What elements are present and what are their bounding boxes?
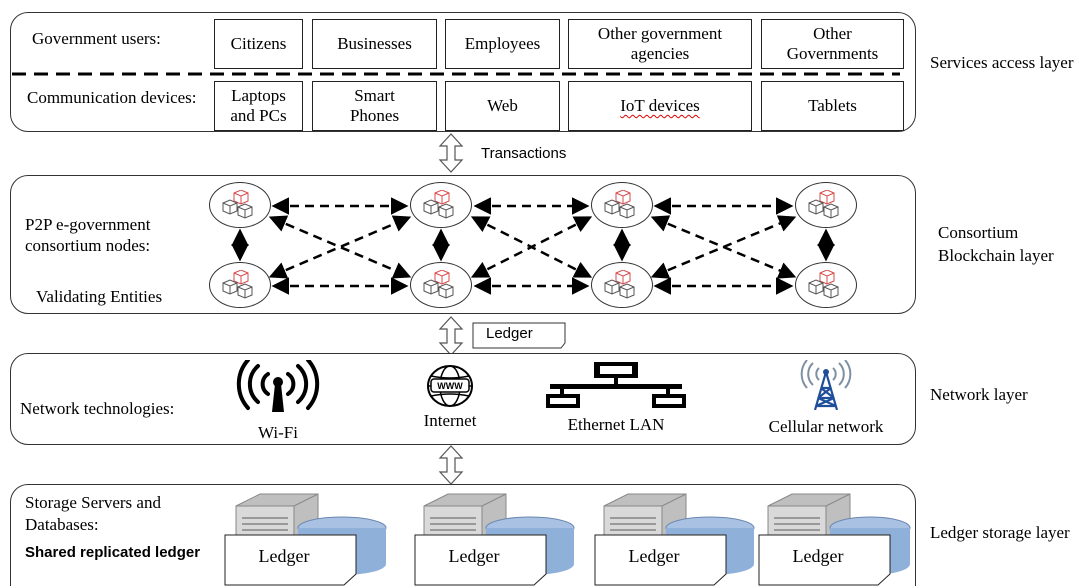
ledger-document-2: Ledger: [414, 534, 548, 586]
network-technologies-label: Network technologies:: [20, 399, 175, 418]
ledger-label-1: Ledger: [258, 546, 310, 566]
cell-tower-icon: [800, 359, 852, 411]
node-bottom-1: [209, 262, 271, 308]
ledger-label-4: Ledger: [792, 546, 844, 566]
ethernet-label: Ethernet LAN: [567, 415, 665, 434]
node-top-2: [410, 182, 472, 228]
network-item-wifi: Wi-Fi: [230, 358, 326, 443]
blockchain-layer-label: Consortium Blockchain layer: [938, 223, 1054, 265]
shared-replicated-ledger-label: Shared replicated ledger: [25, 544, 201, 561]
node-top-1: [209, 182, 271, 228]
document-shape: [758, 534, 891, 586]
wifi-icon: [236, 358, 320, 412]
storage-group-2: Ledger: [410, 488, 590, 586]
ledger-document-3: Ledger: [594, 534, 728, 586]
cellular-label: Cellular network: [768, 417, 884, 436]
network-item-ethernet: Ethernet LAN: [544, 362, 688, 435]
ledger-connector-label: Ledger: [486, 325, 533, 342]
document-shape: [594, 534, 727, 586]
node-top-3: [591, 182, 653, 228]
globe-www-icon: WWW: [427, 365, 473, 407]
storage-group-3: Ledger: [590, 488, 770, 586]
node-top-4: [795, 182, 857, 228]
user-cell-citizens: Citizens: [214, 19, 303, 69]
storage-servers-label: Storage Servers and Databases:: [25, 493, 161, 535]
device-cell-web: Web: [445, 81, 560, 131]
user-cell-other-government-agencies: Other government agencies: [568, 19, 752, 69]
iot-label: IoT devices: [620, 96, 700, 116]
double-arrow-ledger-icon: [439, 316, 463, 356]
transactions-label: Transactions: [481, 145, 567, 162]
ledger-label-2: Ledger: [448, 546, 500, 566]
user-cell-other-governments: Other Governments: [761, 19, 904, 69]
network-layer-label: Network layer: [930, 385, 1028, 404]
ledger-document-1: Ledger: [224, 534, 358, 586]
validating-entities-label: Validating Entities: [36, 287, 163, 306]
document-shape: [224, 534, 357, 586]
ledger-storage-layer-label: Ledger storage layer: [930, 523, 1070, 542]
device-cell-smartphones: Smart Phones: [312, 81, 437, 131]
wifi-label: Wi-Fi: [258, 423, 298, 442]
ledger-document-4: Ledger: [758, 534, 892, 586]
device-cell-laptops: Laptops and PCs: [214, 81, 303, 131]
node-bottom-4: [795, 262, 857, 308]
ethernet-lan-icon: [546, 362, 686, 408]
double-arrow-transactions-icon: [439, 133, 463, 173]
node-bottom-2: [410, 262, 472, 308]
double-arrow-storage-icon: [439, 445, 463, 485]
document-shape: [414, 534, 547, 586]
government-users-label: Government users:: [32, 29, 161, 48]
ledger-callout-box: [472, 322, 566, 349]
svg-text:WWW: WWW: [437, 381, 463, 391]
network-item-internet: WWW Internet: [400, 364, 500, 431]
internet-label: Internet: [423, 411, 477, 430]
ledger-label-3: Ledger: [628, 546, 680, 566]
storage-group-1: Ledger: [222, 488, 402, 586]
user-cell-businesses: Businesses: [312, 19, 437, 69]
user-cell-employees: Employees: [445, 19, 560, 69]
communication-devices-label: Communication devices:: [27, 88, 197, 107]
services-access-layer-label: Services access layer: [930, 53, 1074, 72]
storage-group-4: Ledger: [754, 488, 914, 586]
network-item-cellular: Cellular network: [746, 359, 906, 437]
device-cell-tablets: Tablets: [761, 81, 904, 131]
p2p-nodes-label: P2P e-government consortium nodes:: [25, 215, 151, 256]
node-bottom-3: [591, 262, 653, 308]
device-cell-iot: IoT devices: [568, 81, 752, 131]
